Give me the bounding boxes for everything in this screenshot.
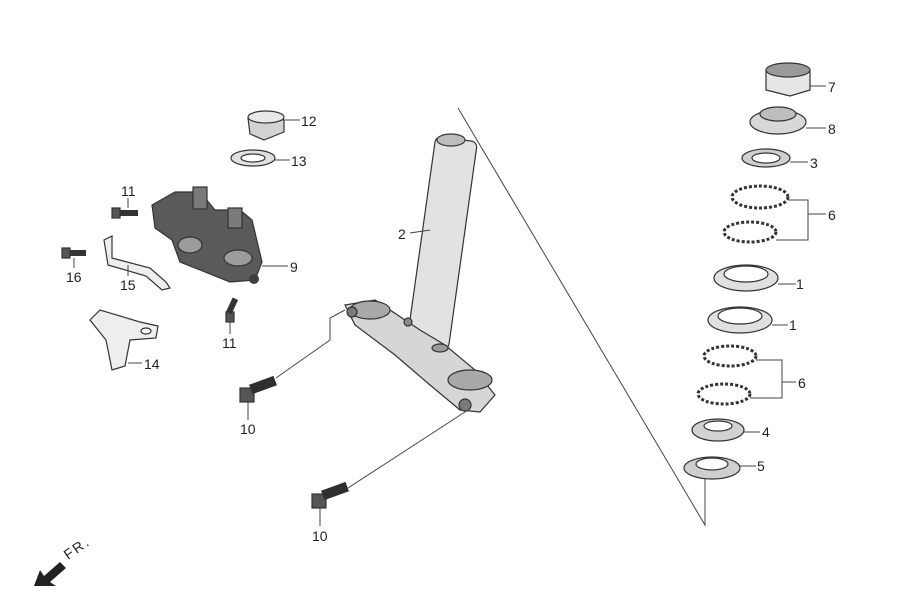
- adjusting-nut: [749, 106, 807, 135]
- label-part-14: 14: [144, 356, 160, 372]
- label-part-11-upper: 11: [121, 183, 136, 199]
- label-part-6-upper: 6: [828, 207, 836, 223]
- label-part-7: 7: [828, 79, 836, 95]
- bolt-10-upper: [239, 375, 277, 403]
- bolt-11-upper: [111, 207, 138, 219]
- label-part-10-lower: 10: [312, 528, 328, 544]
- label-part-2: 2: [398, 226, 406, 242]
- lower-bearing-retainer: [696, 382, 752, 406]
- lock-nut: [765, 62, 811, 97]
- label-part-1-lower: 1: [789, 317, 797, 333]
- bolt-10-lower: [311, 481, 349, 509]
- label-part-5: 5: [757, 458, 765, 474]
- callout-labels: 1 1 2 3 4 5 6 6 7 8 9 10 10 11 11 12 13 …: [66, 79, 836, 544]
- upper-bearing-balls: [730, 184, 790, 210]
- front-direction-label: FR.: [61, 533, 94, 562]
- label-part-4: 4: [762, 424, 770, 440]
- arrow-down-left-icon: [34, 562, 66, 586]
- stem-washer: [230, 149, 276, 167]
- label-part-16: 16: [66, 269, 82, 285]
- steering-stem: [344, 133, 496, 413]
- top-bridge: [151, 186, 263, 284]
- label-part-9: 9: [290, 259, 298, 275]
- bolt-16: [61, 247, 86, 259]
- label-part-15: 15: [120, 277, 136, 293]
- label-part-13: 13: [291, 153, 307, 169]
- label-part-11-lower: 11: [222, 335, 237, 351]
- label-part-10-upper: 10: [240, 421, 256, 437]
- hose-clamp: [89, 309, 159, 371]
- stem-nut: [247, 110, 285, 141]
- bearing-stack: [683, 62, 811, 480]
- front-direction-indicator: FR.: [34, 533, 93, 586]
- bolt-11-lower: [225, 297, 239, 323]
- label-part-1-upper: 1: [796, 276, 804, 292]
- label-part-3: 3: [810, 155, 818, 171]
- leader-lines: [73, 85, 826, 526]
- lower-bearing-balls: [702, 344, 758, 368]
- cable-bracket: [103, 235, 171, 291]
- label-part-8: 8: [828, 121, 836, 137]
- upper-bearing-retainer: [722, 220, 778, 244]
- label-part-12: 12: [301, 113, 317, 129]
- assembly-guide-line: [457, 107, 706, 527]
- label-part-6-lower: 6: [798, 375, 806, 391]
